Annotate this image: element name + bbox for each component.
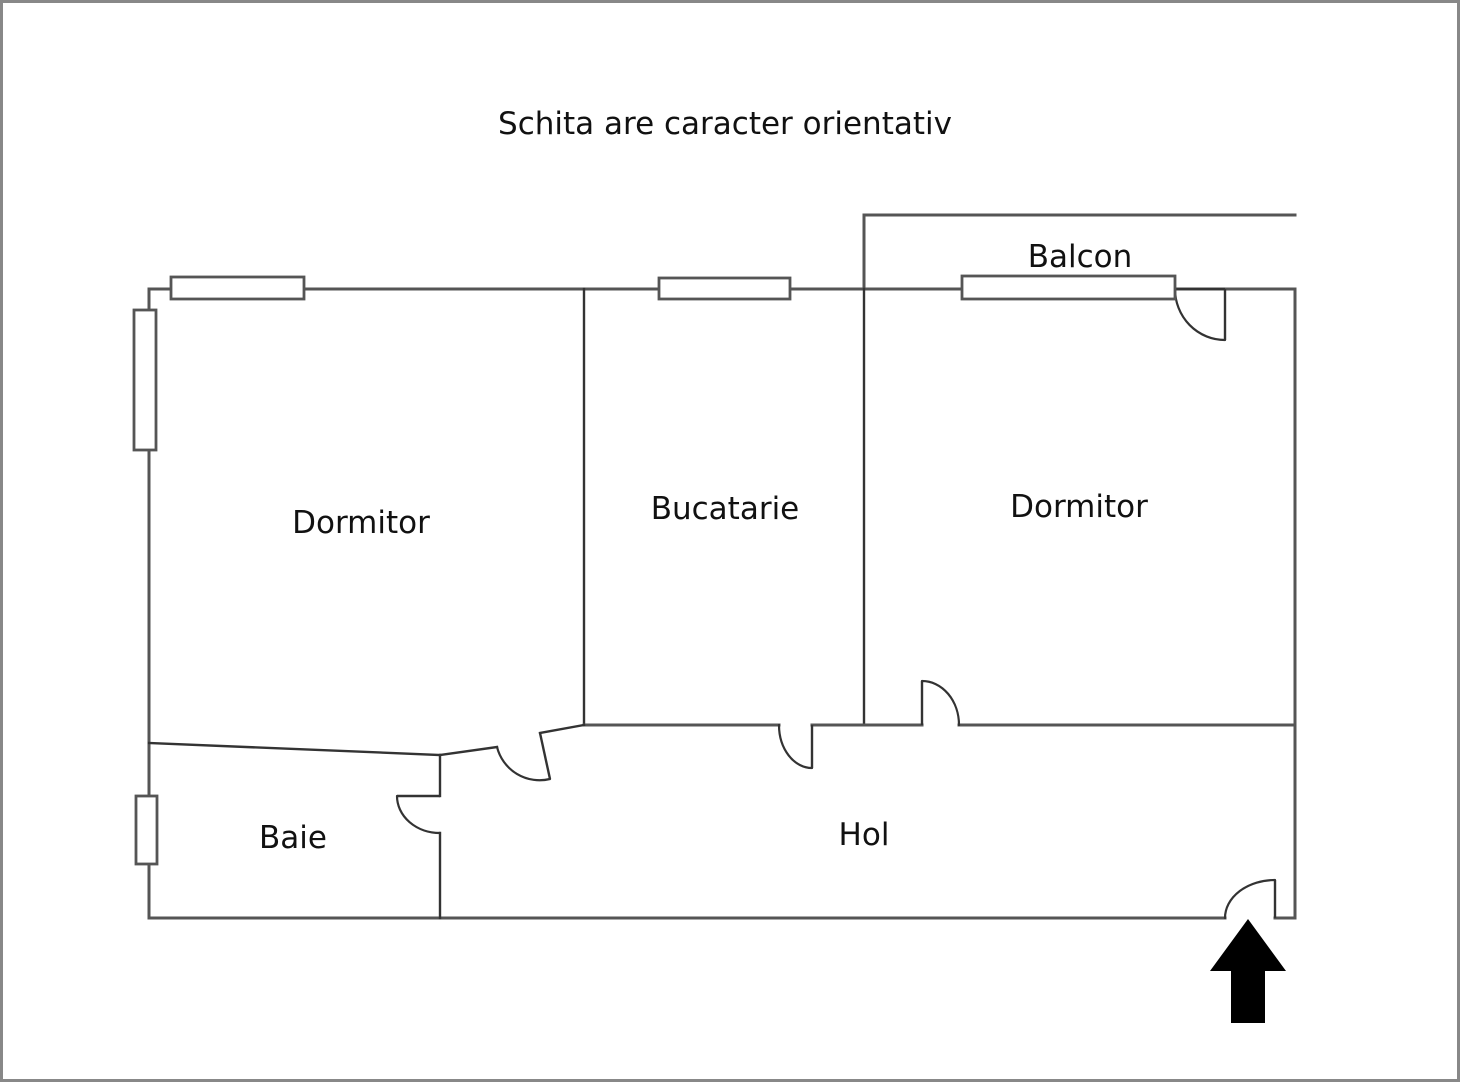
window-group <box>132 274 1177 866</box>
door-group <box>395 287 1277 920</box>
door-baie-swing-arc[interactable] <box>395 794 442 835</box>
room-label-bucatarie: Bucatarie <box>651 491 800 527</box>
room-label-hol: Hol <box>839 817 890 853</box>
window-bucatarie-top <box>657 276 792 301</box>
door-dormitor-right-swing-arc[interactable] <box>920 679 961 727</box>
window-dormitor-left-side <box>132 308 158 452</box>
wall-baie-hol-top <box>147 741 442 757</box>
room-label-balcon: Balcon <box>1028 239 1133 275</box>
room-label-dormitor-right: Dormitor <box>1010 489 1148 525</box>
window-dormitor-left-top <box>169 275 306 301</box>
room-label-group: Dormitor Bucatarie Dormitor Balcon Baie … <box>259 239 1148 856</box>
door-balcon-swing-arc[interactable] <box>1173 287 1227 342</box>
room-label-dormitor-left: Dormitor <box>292 505 430 541</box>
window-baie <box>134 794 159 866</box>
wall-slant-upper-left <box>438 745 499 757</box>
door-bucatarie-swing-arc[interactable] <box>777 723 814 770</box>
floorplan-drawing: Schita are caracter orientativ <box>132 106 1297 1023</box>
door-entrance-swing-arc[interactable] <box>1223 878 1277 920</box>
wall-group <box>147 213 1297 920</box>
page-title: Schita are caracter orientativ <box>498 106 952 142</box>
entrance-arrow-icon <box>1210 919 1286 1023</box>
door-dormitor-left-swing-arc[interactable] <box>495 745 552 782</box>
door-dormitor-left-leaf <box>538 732 552 780</box>
room-label-baie: Baie <box>259 820 327 856</box>
wall-slant-upper-right <box>538 723 586 735</box>
window-balcon <box>960 274 1177 301</box>
